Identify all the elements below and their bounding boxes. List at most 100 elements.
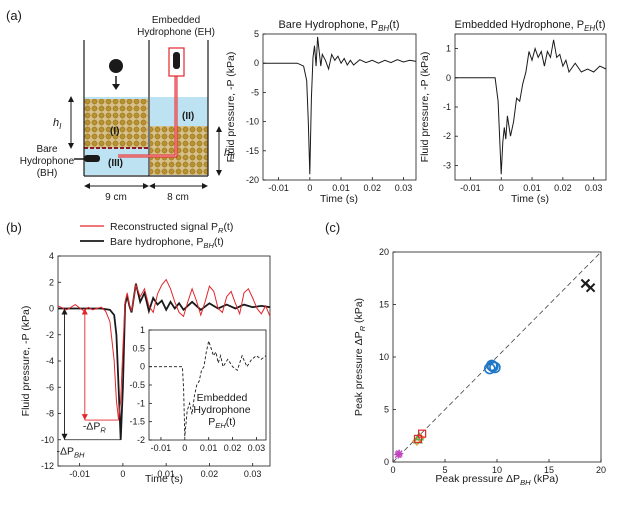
plot-frame	[262, 33, 417, 181]
dpr-arrowhead-top	[81, 308, 88, 315]
legend-label-reconstructed-main: Reconstructed signal P	[110, 221, 218, 233]
h1-arrowhead-top	[68, 96, 74, 102]
inset-label-line2: Hydrophone	[193, 404, 250, 416]
inset-label-line3-tail: (t)	[226, 416, 236, 428]
x-tick-label: 15	[544, 465, 554, 475]
y-tick-label: -12	[41, 461, 54, 471]
marker-x	[585, 282, 596, 293]
y-axis-label-tail: (kPa)	[353, 298, 365, 326]
x-tick-label: 0.03	[244, 469, 262, 479]
chart-title-tail: (t)	[595, 19, 605, 31]
chart-title: Embedded Hydrophone, PEH(t)	[454, 19, 605, 33]
chart-title-tail: (t)	[389, 19, 399, 31]
chart-title-main: Bare Hydrophone, P	[278, 19, 378, 31]
y-tick-label: 0	[254, 58, 259, 68]
marker-square	[413, 434, 423, 443]
panel-label-c: (c)	[325, 220, 340, 235]
chart-title-sub: BH	[378, 24, 389, 33]
y-tick-label: 0	[446, 73, 451, 83]
y-axis-label-sub: R	[358, 325, 367, 331]
y-axis-label: Fluid pressure, -P (kPa)	[225, 52, 237, 163]
inset-label-line1: Embedded	[197, 392, 248, 404]
width-left-head-l	[84, 183, 90, 189]
dpbh-label-main: -ΔP	[56, 446, 74, 458]
x-tick-label: -0.01	[268, 183, 289, 193]
x-tick-label: 0	[390, 465, 395, 475]
x-tick-label: 0.03	[395, 183, 413, 193]
legend-label-bare-sub: BH	[203, 241, 214, 250]
dpbh-label: -ΔPBH	[56, 446, 85, 460]
marker-square	[418, 429, 427, 438]
panel-label-a: (a)	[6, 8, 22, 23]
y-axis-label: Peak pressure ΔPR (kPa)	[353, 298, 367, 416]
x-tick-label: 0	[182, 443, 187, 453]
x-axis-label-sub: BH	[520, 478, 531, 487]
x-axis-label: Time (s)	[320, 193, 358, 205]
y-tick-label: 10	[379, 352, 389, 362]
x-tick-label: 0	[499, 183, 504, 193]
chart-title: Bare Hydrophone, PBH(t)	[278, 19, 399, 33]
x-tick-label: 20	[596, 465, 606, 475]
bare-signal-line	[263, 36, 417, 175]
x-axis-label-tail: (kPa)	[531, 473, 559, 485]
y-tick-label: 0.5	[132, 343, 145, 353]
x-tick-label: 0.02	[364, 183, 382, 193]
region-1-label: (I)	[110, 126, 119, 137]
width-right-label: 8 cm	[167, 192, 189, 203]
y-tick-label: 0	[384, 457, 389, 467]
x-tick-label: 0	[307, 183, 312, 193]
h2-arrowhead-top	[216, 126, 222, 132]
y-tick-label: -2	[137, 435, 145, 445]
x-axis-label: Time (s)	[511, 193, 549, 205]
x-tick-label: 0	[120, 469, 125, 479]
y-tick-label: -3	[443, 160, 451, 170]
y-tick-label: 1	[140, 325, 145, 335]
eh-label-line2: Hydrophone (EH)	[137, 27, 215, 38]
y-tick-label: -6	[46, 382, 54, 392]
y-axis-label: Fluid pressure, -P (kPa)	[419, 52, 431, 163]
y-tick-label: -4	[46, 356, 54, 366]
y-tick-label: -10	[41, 435, 54, 445]
y-tick-label: -0.5	[129, 380, 145, 390]
dpbh-arrowhead-top	[61, 308, 68, 315]
h2-label: hII	[224, 147, 235, 161]
inset-label-line3: PEH(t)	[208, 416, 235, 430]
legend-label-bare-main: Bare hydrophone, P	[110, 236, 203, 248]
width-right-head-l	[149, 183, 155, 189]
schematic: (I) (II) (III) Embedded Hydrophone (EH) …	[20, 15, 236, 203]
bare-hydrophone-line	[58, 283, 271, 440]
y-axis-label-main: Peak pressure ΔP	[353, 331, 365, 416]
x-tick-label: 0.01	[523, 183, 541, 193]
y-tick-label: 5	[254, 29, 259, 39]
chart-title-main: Embedded Hydrophone, P	[454, 19, 584, 31]
marker-star	[395, 449, 404, 458]
h1-arrowhead-bottom	[68, 143, 74, 149]
fall-arrowhead	[112, 84, 120, 90]
eh-cable-inner	[118, 75, 177, 157]
region-2-label: (II)	[182, 111, 194, 122]
bh-label-line3: (BH)	[37, 168, 58, 179]
x-tick-label: 0.02	[201, 469, 219, 479]
x-tick-label: 0.02	[554, 183, 572, 193]
marker-circle	[485, 359, 498, 372]
dpr-arrowhead-bottom	[81, 414, 88, 421]
y-tick-label: 1	[446, 44, 451, 54]
bh-probe	[84, 155, 100, 162]
x-tick-label: 0.02	[224, 443, 242, 453]
y-axis-label: Fluid pressure, -P (kPa)	[20, 306, 32, 417]
dpbh-arrowhead-bottom	[61, 433, 68, 440]
width-left-label: 9 cm	[105, 192, 127, 203]
legend-label-reconstructed-tail: (t)	[223, 221, 233, 233]
eh-probe	[173, 52, 180, 69]
bh-label-line1: Bare	[36, 144, 58, 155]
granular-bed-right	[150, 126, 208, 175]
y-tick-label: 4	[49, 251, 54, 261]
y-tick-label: -2	[443, 131, 451, 141]
y-tick-label: 0	[140, 362, 145, 372]
